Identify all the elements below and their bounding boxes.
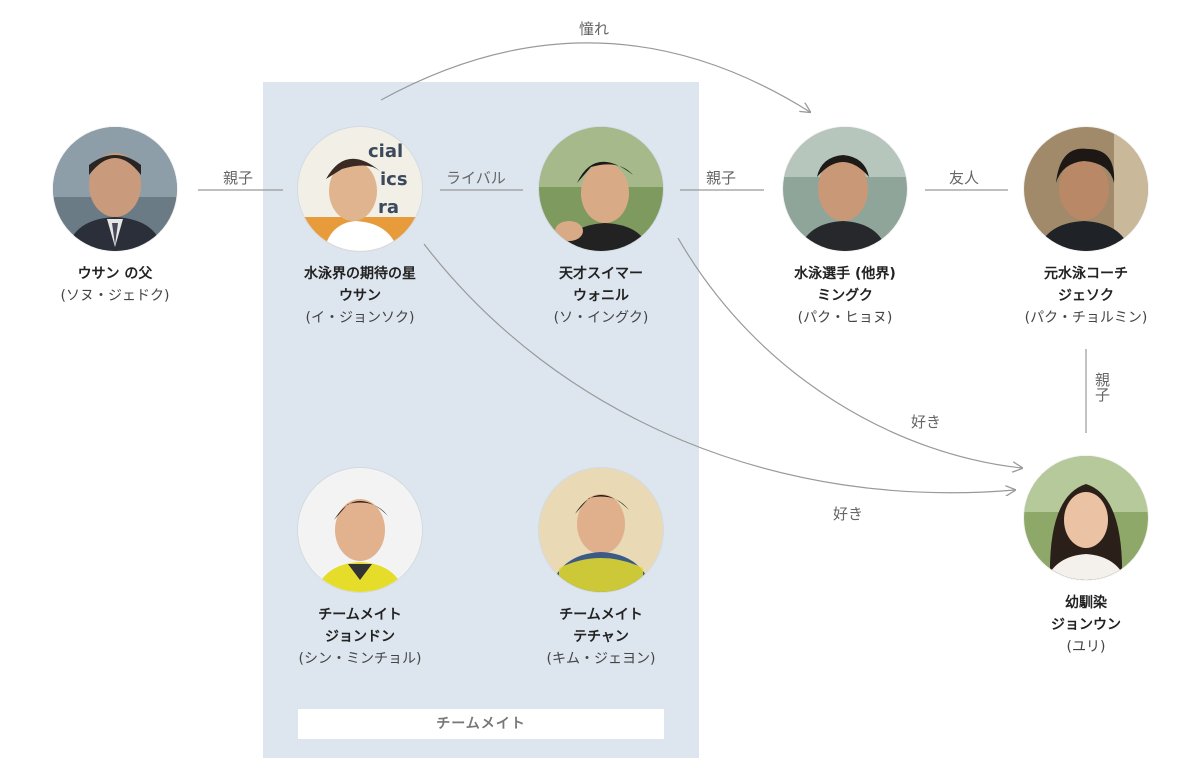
relation-label-like-usan: 好き: [833, 505, 864, 523]
father-title: ウサン の父: [77, 266, 153, 282]
wonil-title-1: 天才スイマー: [559, 266, 643, 282]
father-portrait-icon: [53, 127, 177, 251]
character-father: ウサン の父 (ソヌ・ジェドク): [5, 127, 225, 307]
wonil-actor: (ソ・イングク): [553, 310, 649, 326]
svg-text:cial: cial: [368, 141, 403, 162]
tehan-title-2: テチャン: [573, 629, 629, 645]
father-actor: (ソヌ・ジェドク): [60, 288, 170, 304]
coach-title-1: 元水泳コーチ: [1044, 266, 1128, 282]
character-usan: cial ics ra 水泳界の期待の星 ウサン (イ・ジョンソク): [250, 127, 470, 329]
mingu-title-2: ミングク: [817, 288, 873, 304]
character-yuri: 幼馴染 ジョンウン (ユリ): [976, 456, 1196, 658]
character-coach: 元水泳コーチ ジェソク (パク・チョルミン): [976, 127, 1196, 329]
relation-label-wonil-mingu: 親子: [706, 169, 737, 187]
relation-label-admire: 憧れ: [579, 20, 610, 38]
coach-actor: (パク・チョルミン): [1024, 310, 1148, 326]
relation-label-usan-wonil: ライバル: [446, 169, 506, 187]
jongdon-actor: (シン・ミンチョル): [298, 651, 422, 667]
yuri-portrait-icon: [1024, 456, 1148, 580]
character-wonil: 天才スイマー ウォニル (ソ・イングク): [491, 127, 711, 329]
jongdon-title-1: チームメイト: [318, 607, 402, 623]
mingu-title-1: 水泳選手 (他界): [794, 266, 896, 282]
wonil-title-2: ウォニル: [573, 288, 629, 304]
character-jongdon: チームメイト ジョンドン (シン・ミンチョル): [250, 468, 470, 670]
jongdon-portrait-icon: [298, 468, 422, 592]
yuri-actor: (ユリ): [1066, 639, 1106, 655]
usan-portrait-icon: cial ics ra: [298, 127, 422, 251]
relation-label-coach-yuri: 親子: [1093, 372, 1111, 402]
jongdon-title-2: ジョンドン: [325, 629, 395, 645]
tehan-title-1: チームメイト: [559, 607, 643, 623]
usan-title-2: ウサン: [339, 288, 381, 304]
yuri-title-2: ジョンウン: [1051, 617, 1121, 633]
svg-text:ra: ra: [378, 197, 399, 218]
mingu-actor: (パク・ヒョヌ): [797, 310, 893, 326]
usan-title-1: 水泳界の期待の星: [304, 266, 416, 282]
relation-label-like-wonil: 好き: [911, 413, 942, 431]
relation-label-father-usan: 親子: [223, 169, 254, 187]
tehan-actor: (キム・ジェヨン): [546, 651, 656, 667]
usan-actor: (イ・ジョンソク): [305, 310, 415, 326]
mingu-portrait-icon: [783, 127, 907, 251]
character-tehan: チームメイト テチャン (キム・ジェヨン): [491, 468, 711, 670]
coach-portrait-icon: [1024, 127, 1148, 251]
tehan-portrait-icon: [539, 468, 663, 592]
character-mingu: 水泳選手 (他界) ミングク (パク・ヒョヌ): [735, 127, 955, 329]
coach-title-2: ジェソク: [1058, 288, 1114, 304]
svg-text:ics: ics: [380, 169, 408, 190]
relation-label-mingu-coach: 友人: [949, 169, 980, 187]
wonil-portrait-icon: [539, 127, 663, 251]
yuri-title-1: 幼馴染: [1065, 595, 1107, 611]
teammate-group-label: チームメイト: [298, 709, 664, 739]
